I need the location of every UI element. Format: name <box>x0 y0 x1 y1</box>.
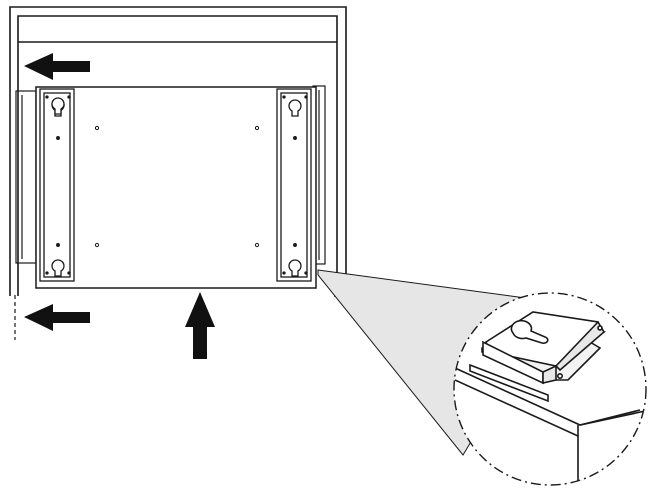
keyhole-icon <box>510 319 549 344</box>
left-side-rail <box>15 90 37 264</box>
panel-holes <box>94 125 260 248</box>
detail-view <box>453 292 647 486</box>
arrow-up-icon <box>185 292 215 359</box>
keyhole-icon <box>51 97 65 115</box>
right-mounting-bracket <box>276 88 312 282</box>
left-mounting-bracket <box>39 88 75 282</box>
keyhole-icon <box>288 99 302 117</box>
arrow-left-icon <box>24 304 90 331</box>
arrow-left-icon <box>24 53 90 80</box>
main-panel <box>35 86 317 289</box>
keyhole-icon <box>288 259 302 277</box>
keyhole-icon <box>51 259 65 277</box>
